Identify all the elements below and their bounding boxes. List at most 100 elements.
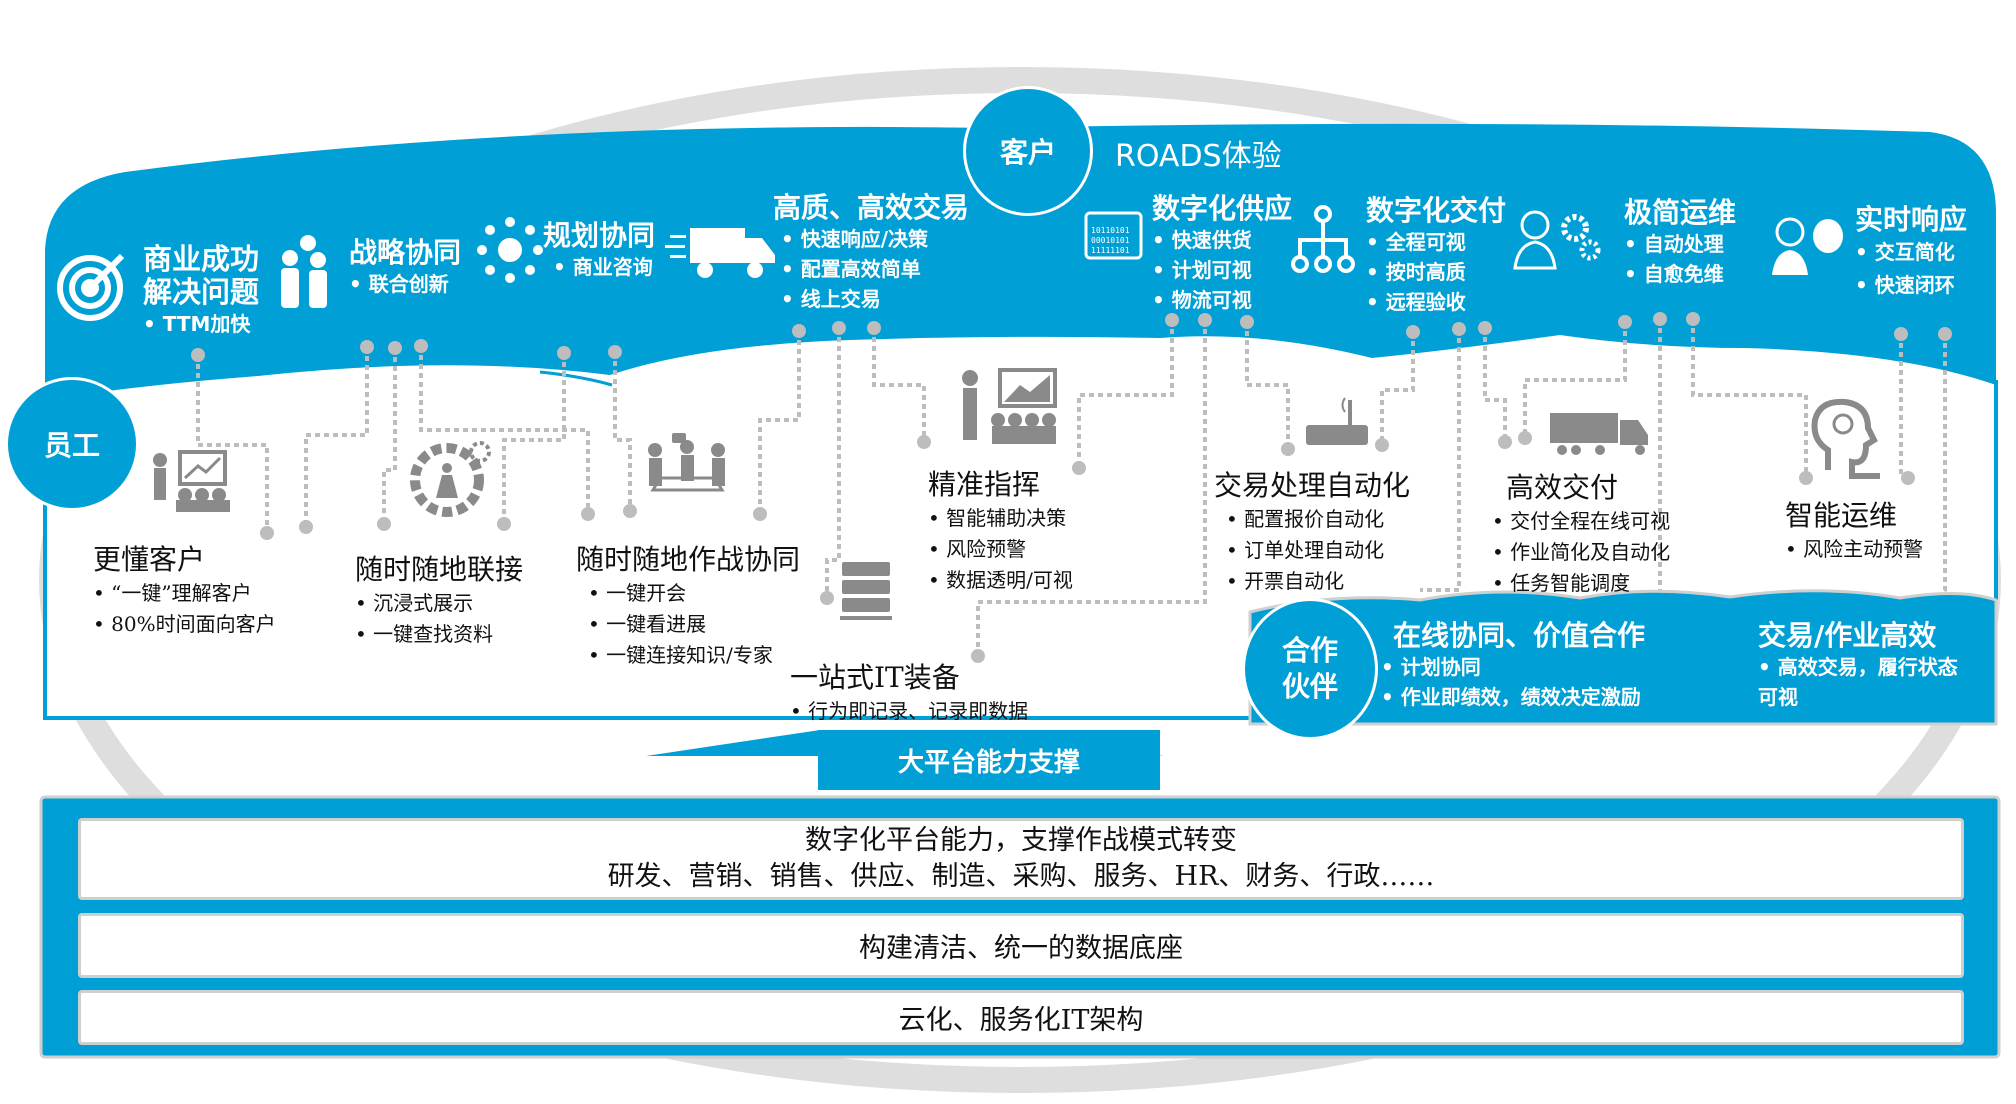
platform-layer-cloud: 云化、服务化IT架构 [78, 990, 1964, 1045]
partner-label-line: 合作 [1281, 634, 1338, 667]
presentation-audience-icon [153, 450, 230, 512]
partner-label-line: 伙伴 [1281, 670, 1338, 703]
employee-item-bullets: 风险主动预警 [1785, 534, 1923, 565]
employee-item-bullets: “一键”理解客户80%时间面向客户 [93, 578, 276, 640]
layer-title: 数字化平台能力，支撑作战模式转变 [805, 825, 1237, 856]
customer-item-bullets: 全程可视 按时高质 远程验收 [1366, 227, 1506, 317]
bullet: 物流可视 [1152, 285, 1292, 315]
connector-dots [191, 312, 1952, 663]
employee-item-title: 一站式IT装备 [790, 661, 960, 694]
employee-item-smart-ops: 智能运维 风险主动预警 [1785, 494, 1923, 565]
employee-item-bullets: 配置报价自动化订单处理自动化开票自动化 [1226, 504, 1410, 597]
bullet: 风险主动预警 [1785, 534, 1923, 565]
customer-item-bullets: TTM加快 [143, 309, 268, 339]
employee-item-title: 随时随地作战协同 [576, 543, 801, 576]
customer-item-bullets: 快速供货 计划可视 物流可视 [1152, 225, 1292, 315]
bullet: 交付全程在线可视 [1492, 506, 1670, 537]
bullet: 高效交易，履行状态可视 [1758, 652, 1973, 712]
bullet: 商业咨询 [553, 252, 655, 282]
layer-title: 构建清洁、统一的数据底座 [859, 933, 1183, 964]
employee-item-title: 随时随地联接 [355, 553, 524, 586]
bullet: 自动处理 [1624, 229, 1736, 259]
support-agent-icon [1772, 217, 1843, 275]
customer-item-strategic-collab: 战略协同 联合创新 [349, 237, 461, 299]
customer-item-title: 高质、高效交易 [773, 191, 970, 224]
employee-item-title: 更懂客户 [93, 543, 206, 576]
commander-chart-icon [962, 368, 1057, 444]
employee-item-title: 精准指挥 [928, 468, 1041, 501]
bullet: 联合创新 [349, 269, 461, 299]
meeting-table-icon [648, 433, 725, 492]
bullet: 一键看进展 [588, 609, 800, 640]
customer-item-title: 极简运维 [1624, 196, 1737, 229]
roads-experience-title: ROADS体验 [1115, 139, 1282, 174]
svg-text:10110101: 10110101 [1091, 226, 1130, 235]
employee-item-bullets: 一键开会一键看进展一键连接知识/专家 [588, 578, 800, 671]
bullet: 计划协同 [1381, 652, 1645, 682]
partner-label-circle: 合作 伙伴 [1242, 598, 1378, 740]
customer-item-title: 商业成功解决问题 [143, 242, 260, 309]
bullet: 作业简化及自动化 [1492, 537, 1670, 568]
network-burst-icon [477, 217, 543, 283]
handshake-people-icon [281, 235, 327, 308]
bullet: 一键连接知识/专家 [588, 640, 800, 671]
employee-item-bullets: 交付全程在线可视作业简化及自动化任务智能调度 [1492, 506, 1670, 599]
bullet: 任务智能调度 [1492, 568, 1670, 599]
customer-item-digital-supply: 数字化供应 快速供货 计划可视 物流可视 [1152, 193, 1292, 315]
employee-item-transaction-automation: 交易处理自动化 配置报价自动化订单处理自动化开票自动化 [1214, 464, 1410, 597]
customer-item-bullets: 交互简化 快速闭环 [1855, 236, 1967, 302]
customer-item-simple-ops: 极简运维 自动处理 自愈免维 [1624, 197, 1736, 289]
employee-item-anytime-connect: 随时随地联接 沉浸式展示一键查找资料 [355, 548, 523, 650]
bullet: 订单处理自动化 [1226, 535, 1410, 566]
employee-item-anytime-collab: 随时随地作战协同 一键开会一键看进展一键连接知识/专家 [576, 538, 800, 671]
customer-item-title: 规划协同 [543, 219, 656, 252]
partner-item-online-collab: 在线协同、价值合作 计划协同作业即绩效，绩效决定激励 [1393, 620, 1645, 712]
customer-item-title: 实时响应 [1855, 203, 1968, 236]
gear-runner-icon [410, 441, 491, 517]
customer-item-bullets: 快速响应/决策 配置高效简单 线上交易 [781, 224, 969, 314]
bullet: 配置报价自动化 [1226, 504, 1410, 535]
bullet: 远程验收 [1366, 287, 1506, 317]
platform-support-label: 大平台能力支撑 [897, 748, 1080, 778]
bullet: 行为即记录、记录即数据 [790, 696, 1028, 727]
bullet: 快速供货 [1152, 225, 1292, 255]
partner-item-title: 交易/作业高效 [1758, 619, 1937, 652]
svg-text:11111101: 11111101 [1091, 246, 1130, 255]
bullet: 一键开会 [588, 578, 800, 609]
bullet: 风险预警 [928, 534, 1073, 565]
partner-item-title: 在线协同、价值合作 [1393, 619, 1646, 652]
partner-item-efficient-transaction: 交易/作业高效 高效交易，履行状态可视 [1758, 620, 1973, 712]
server-icon [840, 562, 892, 620]
customer-item-title: 数字化供应 [1152, 192, 1293, 225]
employee-item-bullets: 智能辅助决策风险预警数据透明/可视 [928, 503, 1073, 596]
platform-layer-data: 构建清洁、统一的数据底座 [78, 913, 1964, 978]
customer-item-planning-collab: 规划协同 商业咨询 [543, 220, 655, 282]
hierarchy-tree-icon [1291, 205, 1355, 273]
customer-item-title: 战略协同 [349, 236, 462, 269]
platform-layer-digital: 数字化平台能力，支撑作战模式转变 研发、营销、销售、供应、制造、采购、服务、HR… [78, 818, 1964, 900]
truck-icon [1550, 413, 1648, 455]
customer-item-bullets: 自动处理 自愈免维 [1624, 229, 1736, 289]
bullet: 作业即绩效，绩效决定激励 [1381, 682, 1645, 712]
bullet: 自愈免维 [1624, 259, 1736, 289]
bullet: 快速闭环 [1855, 269, 1967, 302]
bullet: 全程可视 [1366, 227, 1506, 257]
employee-item-bullets: 行为即记录、记录即数据 [790, 696, 1028, 727]
customer-item-quality-transaction: 高质、高效交易 快速响应/决策 配置高效简单 线上交易 [773, 192, 969, 314]
employee-item-efficient-delivery: 高效交付 交付全程在线可视作业简化及自动化任务智能调度 [1492, 466, 1670, 599]
connector-lines [196, 319, 1947, 656]
bullet: 线上交易 [781, 284, 969, 314]
employee-item-know-customer: 更懂客户 “一键”理解客户80%时间面向客户 [93, 538, 276, 640]
employee-item-title: 高效交付 [1506, 471, 1619, 504]
employee-label-circle: 员工 [5, 377, 139, 511]
bullet: TTM加快 [143, 309, 268, 339]
bullet: “一键”理解客户 [93, 578, 276, 609]
partner-item-bullets: 计划协同作业即绩效，绩效决定激励 [1381, 652, 1645, 712]
bullet: 交互简化 [1855, 236, 1967, 269]
layer-subtitle: 研发、营销、销售、供应、制造、采购、服务、HR、财务、行政…… [607, 861, 1435, 892]
customer-banner [45, 123, 1996, 400]
employee-item-it-equipment: 一站式IT装备 行为即记录、记录即数据 [790, 656, 1028, 727]
router-icon [1306, 397, 1368, 445]
brain-head-icon [1811, 398, 1880, 479]
